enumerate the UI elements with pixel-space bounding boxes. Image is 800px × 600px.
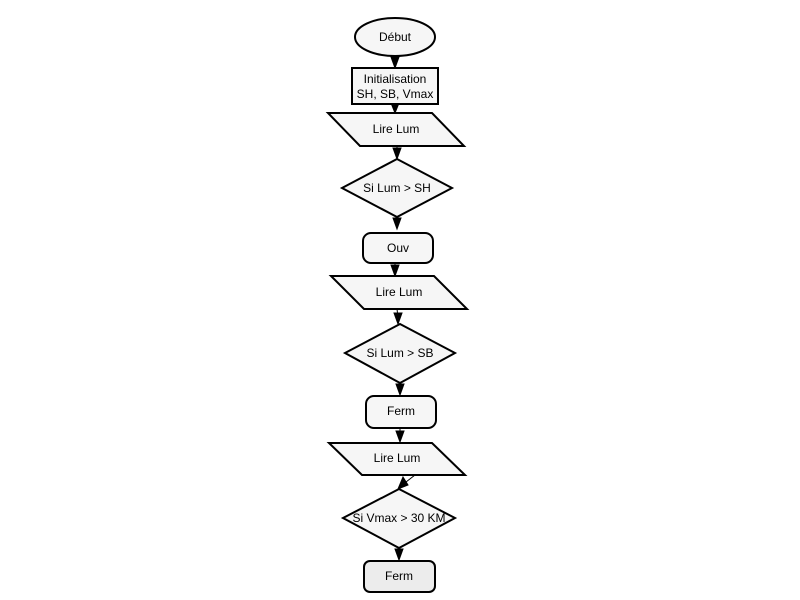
start-label: Début <box>379 30 412 44</box>
read-1-label: Lire Lum <box>373 122 420 136</box>
edge-open-to-read2 <box>390 263 400 278</box>
edge-cond3-to-close2 <box>394 548 404 562</box>
read-node-2: Lire Lum <box>328 275 470 310</box>
edge-read1-to-cond1 <box>392 146 402 161</box>
read-2-input-parallelogram <box>328 275 470 310</box>
close-1-label: Ferm <box>387 404 415 418</box>
open-node: Ouv <box>362 232 434 264</box>
close-2-process-box <box>363 560 436 593</box>
start-terminal-ellipse <box>354 17 436 57</box>
init-process-box <box>351 67 439 105</box>
close-2-label: Ferm <box>385 569 413 583</box>
read-2-label: Lire Lum <box>376 285 423 299</box>
init-label-line2: SH, SB, Vmax <box>357 87 434 101</box>
init-label-line1: Initialisation <box>364 72 427 86</box>
condition-1-diamond <box>339 157 455 219</box>
init-node: Initialisation SH, SB, Vmax <box>351 67 439 105</box>
edge-close1-to-read3 <box>395 428 405 444</box>
edge-cond2-to-close1 <box>395 383 405 397</box>
condition-2-label: Si Lum > SB <box>366 346 433 360</box>
read-node-3: Lire Lum <box>326 442 468 476</box>
close-node-1: Ferm <box>365 395 437 429</box>
condition-3-label: Si Vmax > 30 KM <box>352 511 445 525</box>
condition-node-1: Si Lum > SH <box>339 157 455 219</box>
condition-node-2: Si Lum > SB <box>342 322 458 385</box>
condition-3-diamond <box>340 487 458 550</box>
open-label: Ouv <box>387 241 409 255</box>
edge-cond1-to-open <box>392 217 402 231</box>
start-node: Début <box>354 17 436 57</box>
open-process-box <box>362 232 434 264</box>
condition-1-label: Si Lum > SH <box>363 181 431 195</box>
read-3-input-parallelogram <box>326 442 468 476</box>
read-node-1: Lire Lum <box>325 112 467 147</box>
close-1-process-box <box>365 395 437 429</box>
close-node-2: Ferm <box>363 560 436 593</box>
edge-read2-to-cond2 <box>393 308 403 326</box>
condition-2-diamond <box>342 322 458 385</box>
condition-node-3: Si Vmax > 30 KM <box>340 487 458 550</box>
edge-read3-to-cond3 <box>397 474 416 490</box>
read-1-input-parallelogram <box>325 112 467 147</box>
read-3-label: Lire Lum <box>374 451 421 465</box>
